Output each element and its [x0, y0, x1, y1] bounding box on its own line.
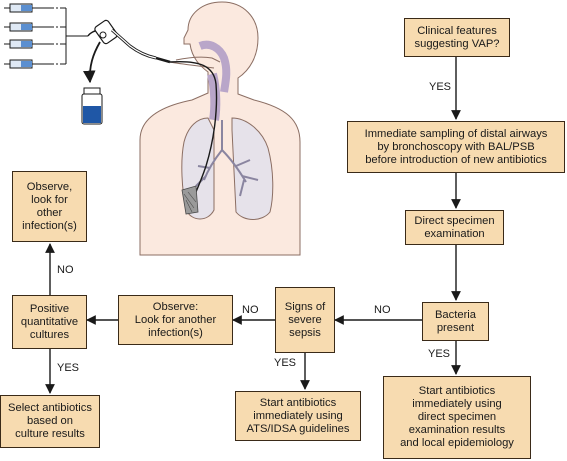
- no-label-sepsis: NO: [242, 304, 259, 316]
- yes-label-sepsis: YES: [274, 357, 297, 369]
- no-label-bacteria: NO: [374, 304, 391, 316]
- syringe-icon: [4, 3, 62, 13]
- bacteria-present-box: Bacteria present: [422, 302, 489, 341]
- observe-other-infection-box: Observe, look for other infection(s): [12, 171, 87, 242]
- syringe-icon: [4, 59, 62, 69]
- torso-illustration: [139, 1, 301, 256]
- syringe-icon: [4, 22, 62, 32]
- positive-cultures-box: Positive quantitative cultures: [12, 295, 87, 349]
- specimen-tube-icon: [81, 87, 103, 125]
- yes-label-clinical: YES: [429, 81, 452, 93]
- select-antibiotics-box: Select antibiotics based on culture resu…: [0, 395, 100, 448]
- clinical-features-box: Clinical features suggesting VAP?: [404, 18, 510, 57]
- start-antibiotics-direct-box: Start antibiotics immediately using dire…: [383, 376, 531, 459]
- bronchoscope-icon: [87, 19, 171, 64]
- yes-label-bacteria: YES: [428, 348, 451, 360]
- signs-of-severe-sepsis-box: Signs of severe sepsis: [275, 287, 335, 353]
- syringe-icon: [4, 39, 62, 49]
- observe-another-infection-box: Observe: Look for another infection(s): [118, 295, 233, 345]
- syringe-manifold: [62, 7, 88, 65]
- yes-label-cultures: YES: [57, 362, 80, 374]
- direct-specimen-box: Direct specimen examination: [405, 210, 504, 245]
- start-antibiotics-ats-box: Start antibiotics immediately using ATS/…: [235, 391, 361, 441]
- immediate-sampling-box: Immediate sampling of distal airways by …: [347, 121, 565, 173]
- no-label-cultures: NO: [57, 264, 74, 276]
- collection-arrow: [83, 41, 101, 84]
